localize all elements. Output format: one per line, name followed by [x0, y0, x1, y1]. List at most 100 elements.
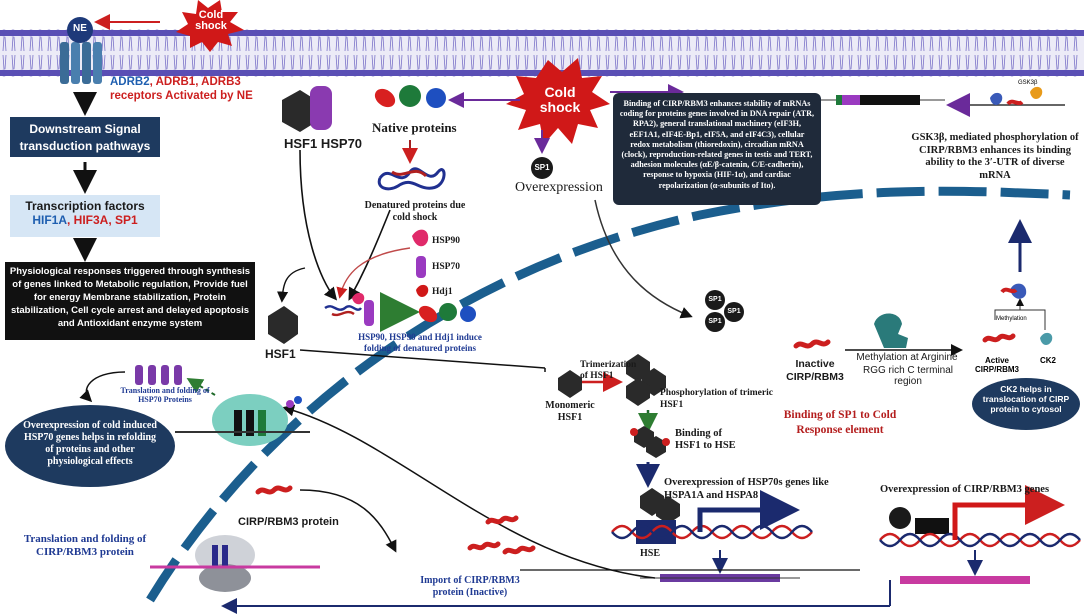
lipid-head — [837, 69, 845, 77]
lipid-head — [693, 29, 701, 37]
lipid-head — [351, 69, 359, 77]
sp1-nuc-1: SP1 — [708, 296, 722, 303]
ck2-text: CK2 helps in translocation of CIRP prote… — [982, 384, 1070, 414]
lipid-head — [468, 29, 476, 37]
lipid-head — [234, 69, 242, 77]
lipid-head — [846, 29, 854, 37]
lipid-tail — [812, 36, 817, 70]
lipid-tail — [1046, 36, 1051, 70]
cold-shock-burst-small — [176, 0, 244, 52]
rgg-label: RGG rich C terminal region — [862, 365, 953, 387]
lipid-head — [486, 69, 494, 77]
hdj1-label: Hdj1 — [432, 287, 453, 297]
phosphorylated-trimer — [630, 426, 670, 458]
sp1-nuc-3: SP1 — [727, 308, 741, 315]
folding-label: HSP90, HSP90 and Hdj1 induce folding of … — [358, 332, 482, 353]
receptor-names: ADRB2, ADRB1, ADRB3 — [110, 76, 241, 88]
lipid-head — [405, 29, 413, 37]
lipid-head — [1053, 69, 1061, 77]
lipid-head — [729, 29, 737, 37]
lipid-tail — [758, 36, 763, 70]
lipid-head — [261, 29, 269, 37]
lipid-head — [1071, 29, 1079, 37]
nuclear-envelope — [146, 186, 1071, 603]
lipid-tail — [1019, 36, 1024, 70]
binding-hse-label: Binding of HSF1 to HSE — [675, 428, 736, 451]
lipid-head — [279, 69, 287, 77]
lipid-head — [702, 69, 710, 77]
trimerization-label: Trimerization of HSF1 — [580, 360, 637, 381]
lipid-head — [342, 69, 350, 77]
lipid-head — [162, 29, 170, 37]
lipid-head — [666, 29, 674, 37]
cirp-mrna-complex — [815, 95, 945, 105]
lipid-head — [333, 29, 341, 37]
lipid-head — [486, 29, 494, 37]
lipid-tail — [1028, 36, 1033, 70]
lipid-head — [423, 29, 431, 37]
lipid-head — [981, 29, 989, 37]
lipid-head — [738, 69, 746, 77]
lipid-tail — [641, 36, 646, 70]
lipid-head — [333, 69, 341, 77]
lipid-head — [999, 69, 1007, 77]
lipid-tail — [596, 36, 601, 70]
lipid-tail — [416, 36, 421, 70]
hsp70-overexpression-ellipse — [5, 405, 175, 487]
cirp-translation-label: Translation and folding of CIRP/RBM3 pro… — [23, 533, 147, 558]
lipid-tail — [452, 36, 457, 70]
lipid-head — [846, 69, 854, 77]
lipid-tail — [857, 36, 862, 70]
lipid-tail — [488, 36, 493, 70]
overexpression-hsp70-label: Overexpression of HSP70s genes like HSPA… — [664, 477, 829, 501]
lipid-head — [252, 29, 260, 37]
lipid-tail — [650, 36, 655, 70]
lipid-head — [882, 69, 890, 77]
lipid-head — [801, 69, 809, 77]
lipid-tail — [407, 36, 412, 70]
lipid-tail — [560, 36, 565, 70]
lipid-head — [441, 29, 449, 37]
lipid-head — [171, 29, 179, 37]
lipid-head — [306, 69, 314, 77]
lipid-tail — [992, 36, 997, 70]
lipid-head — [45, 29, 53, 37]
lipid-head — [432, 69, 440, 77]
lipid-head — [720, 69, 728, 77]
overexpression-label: Overexpression — [515, 180, 603, 195]
lipid-tail — [839, 36, 844, 70]
lipid-tail — [632, 36, 637, 70]
lipid-tail — [29, 36, 34, 70]
lipid-tail — [731, 36, 736, 70]
lipid-head — [135, 69, 143, 77]
lipid-tail — [740, 36, 745, 70]
lipid-head — [495, 69, 503, 77]
lipid-head — [639, 69, 647, 77]
lipid-head — [144, 29, 152, 37]
lipid-tail — [1064, 36, 1069, 70]
lipid-head — [495, 29, 503, 37]
lipid-head — [1026, 69, 1034, 77]
lipid-head — [513, 69, 521, 77]
lipid-head — [513, 29, 521, 37]
native-proteins-label: Native proteins — [372, 120, 457, 135]
lipid-head — [576, 29, 584, 37]
lipid-tail — [110, 36, 115, 70]
lipid-tail — [668, 36, 673, 70]
lipid-head — [117, 29, 125, 37]
tf-title: Transcription factors — [25, 199, 145, 213]
lipid-head — [126, 29, 134, 37]
lipid-tail — [983, 36, 988, 70]
lipid-head — [522, 29, 530, 37]
lipid-head — [837, 29, 845, 37]
lipid-tail — [254, 36, 259, 70]
lipid-head — [621, 29, 629, 37]
lipid-head — [36, 69, 44, 77]
lipid-tail — [515, 36, 520, 70]
lipid-head — [270, 69, 278, 77]
lipid-tail — [344, 36, 349, 70]
lipid-head — [693, 69, 701, 77]
adrb-receptor — [60, 17, 102, 84]
lipid-tail — [290, 36, 295, 70]
lipid-head — [324, 29, 332, 37]
